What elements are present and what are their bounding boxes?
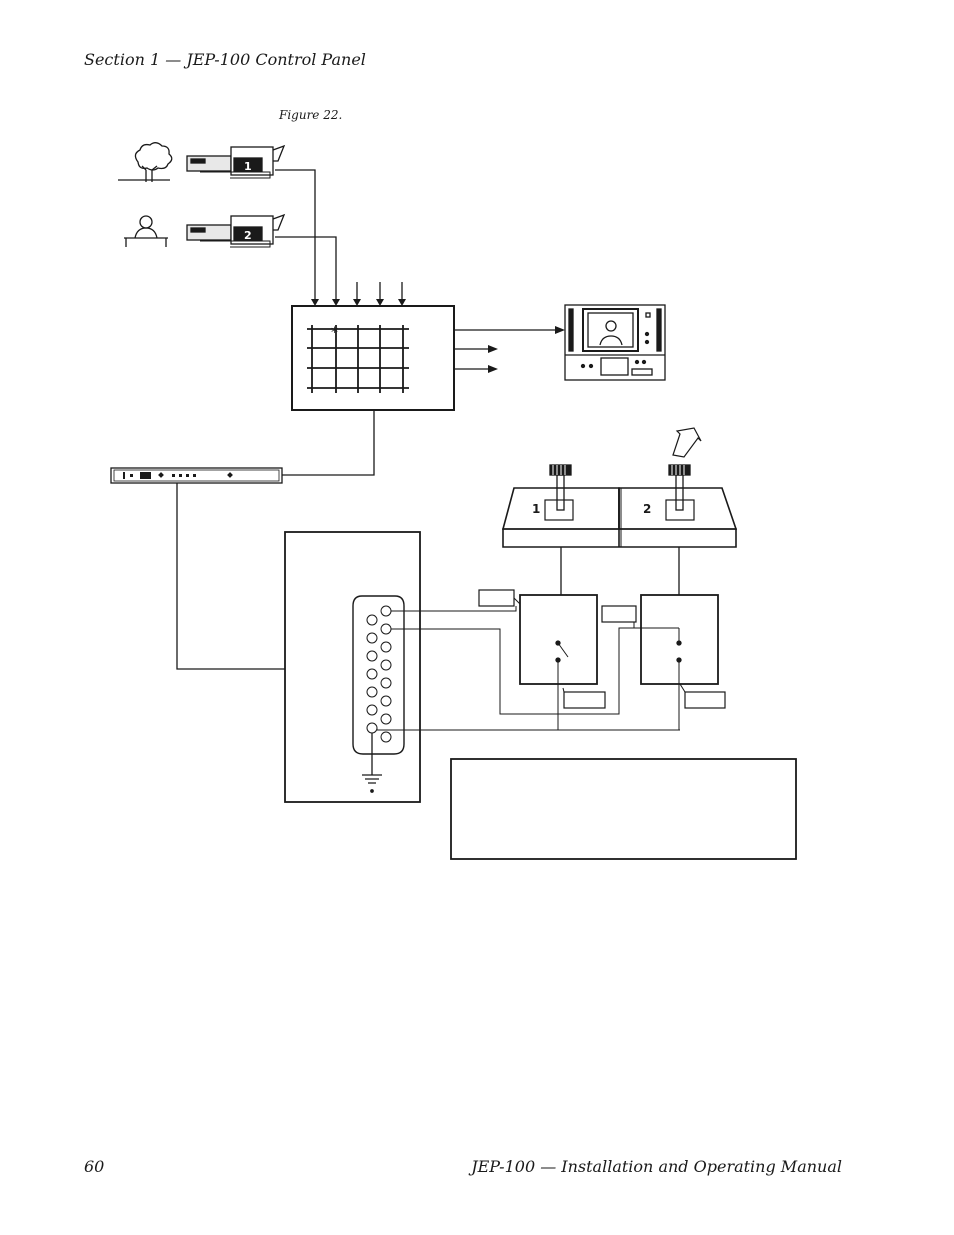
ground-symbol	[362, 733, 382, 793]
pointer-arrow-icon	[672, 427, 702, 458]
panel-to-switch-lines	[560, 547, 680, 595]
switch-box-2	[634, 594, 719, 730]
joystick-panel-base	[501, 487, 738, 548]
tree-icon	[118, 142, 173, 182]
joystick-2-icon	[665, 464, 695, 521]
camera-2-icon	[186, 213, 286, 248]
switcher-to-panel-line	[282, 410, 375, 476]
panel-to-connector-line	[176, 483, 285, 670]
camera-1-icon	[186, 144, 286, 179]
output-arrowheads	[488, 326, 565, 373]
wire-pin-1	[391, 606, 517, 612]
presenter-icon	[124, 215, 168, 247]
monitor-icon	[564, 304, 666, 381]
control-panel-rack	[110, 467, 283, 484]
figure-caption: Figure 22.	[279, 108, 343, 122]
camera-1-feed	[275, 169, 316, 303]
wire-common	[376, 728, 680, 731]
callout-tags	[478, 589, 726, 709]
joystick-1-icon	[544, 464, 574, 521]
dsub-pins	[366, 605, 392, 743]
routing-switcher: *	[291, 305, 455, 411]
page-header: Section 1 — JEP-100 Control Panel	[84, 50, 366, 69]
connector-box	[284, 531, 421, 803]
input-arrowheads	[311, 299, 406, 306]
switcher-outputs	[454, 348, 490, 370]
camera-2-label: 2	[244, 229, 252, 242]
note-box	[450, 758, 797, 860]
manual-title: JEP-100 — Installation and Operating Man…	[471, 1157, 842, 1176]
switch-box-1	[519, 594, 598, 730]
joystick-1-label: 1	[532, 502, 540, 516]
camera-1-label: 1	[244, 160, 252, 173]
page-number: 60	[84, 1157, 105, 1176]
joystick-2-label: 2	[643, 502, 651, 516]
camera-2-feed	[275, 236, 337, 303]
svg-text:*: *	[331, 325, 338, 341]
